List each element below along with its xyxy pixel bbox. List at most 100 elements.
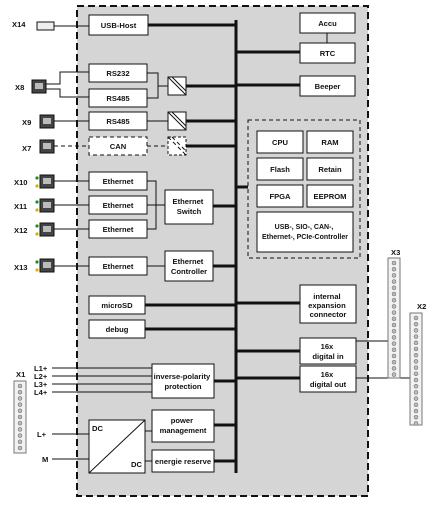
ethernet-switch-block [164,189,214,225]
flash-label: Flash [270,165,290,174]
rj45-port-x12 [35,222,55,237]
power-label-l1: L1+ [34,364,48,373]
port-label-x14: X14 [12,20,26,29]
accu-label: Accu [318,19,337,28]
debug-block [88,319,146,339]
terminal-pin [391,273,397,278]
rj45-port-x9 [39,114,55,129]
ram-label: RAM [321,138,338,147]
usb-host-block [88,14,149,36]
controllers-label: USB-, SIO-, CAN-, Ethernet-, PCIe-Contro… [262,224,348,241]
expansion-connector-label: internal expansion connector [308,292,348,319]
terminal-pin [391,297,397,303]
power-management-block [151,409,215,443]
terminal-pin [413,328,419,333]
energy-reserve-label: energie reserve [155,457,211,466]
terminal-pin [413,346,419,352]
power-label-m: M [42,455,48,464]
terminal-pin [391,322,397,328]
terminal-pin [17,439,23,445]
terminal-pin [413,390,419,395]
inverse-polarity-label: inverse-polarity protection [154,372,213,391]
rj45-port-x7 [39,139,55,154]
dc-dc-converter [88,419,146,474]
port-label-x11: X11 [14,202,28,211]
terminal-pin [413,359,419,364]
terminal-pin [17,445,23,451]
terminal-pin [413,414,419,420]
terminal-pin [391,266,397,272]
terminal-pin [391,372,397,377]
terminal-block-x1 [13,380,27,454]
terminal-pin [391,335,397,340]
terminal-pin [391,328,397,334]
beeper-label: Beeper [315,82,341,91]
terminal-pin [391,353,397,359]
eeprom-block [306,184,354,208]
rj45-port-x10 [35,174,55,189]
rs232-label: RS232 [106,69,129,78]
ethernet-label-3: Ethernet [103,225,134,234]
power-label-l2: L2+ [34,372,48,381]
digital-out-label: 16x digital out [310,370,347,389]
microsd-label: microSD [101,301,133,310]
terminal-pin [413,383,419,389]
can-label: CAN [110,142,126,151]
terminal-pin [391,341,397,346]
ethernet-controller-label: Ethernet Controller [171,257,207,276]
power-management-label: power management [160,416,207,435]
terminal-pin [17,389,23,395]
rj45-port-x13 [35,258,55,273]
ram-block [306,130,354,154]
isolator-x8 [167,76,187,96]
dc-in-label: DC [92,424,103,433]
fpga-block [256,184,304,208]
terminal-pin [413,377,419,383]
isolator-x7 [167,136,187,156]
terminal-pin [17,383,23,389]
rtc-block [299,42,356,64]
beeper-block [299,75,356,97]
terminal-pin [17,414,23,420]
terminal-pin [391,304,397,309]
port-label-x8: X8 [15,83,24,92]
inverse-polarity-block [151,363,215,399]
expansion-connector-block [299,284,357,324]
terminal-pin [17,433,23,438]
port-label-x13: X13 [14,263,28,272]
terminal-pin [413,365,419,370]
power-label-l4: L4+ [34,388,48,397]
rj45-port-x8 [31,79,47,94]
ethernet-label-1: Ethernet [103,177,134,186]
controllers-block [256,211,354,253]
port-label-x7: X7 [22,144,31,153]
rs485-label-a: RS485 [106,94,130,103]
digital-out-block [299,365,357,393]
eeprom-label: EEPROM [314,192,347,201]
terminal-pin [391,285,397,291]
terminal-pin [413,408,419,414]
dc-out-label: DC [131,460,142,469]
terminal-pin [391,260,397,266]
cpu-block [256,130,304,154]
terminal-pin [413,421,419,426]
port-label-x2: X2 [417,302,426,311]
terminal-block-x2 [409,312,423,426]
terminal-pin [17,427,23,432]
bus-branches [145,23,300,380]
terminal-pin [391,359,397,365]
terminal-pin [391,366,397,371]
power-label-lplus: L+ [37,430,47,439]
rj45-port-x11 [35,198,55,213]
terminal-pin [17,408,23,414]
terminal-pin [391,291,397,297]
ethernet-label-2: Ethernet [103,201,134,210]
flash-block [256,157,304,181]
digital-in-block [299,337,357,365]
retain-label: Retain [318,165,342,174]
power-label-l3: L3+ [34,380,48,389]
terminal-pin [413,371,419,377]
retain-block [306,157,354,181]
usb-host-label: USB-Host [101,21,137,30]
terminal-pin [391,316,397,322]
